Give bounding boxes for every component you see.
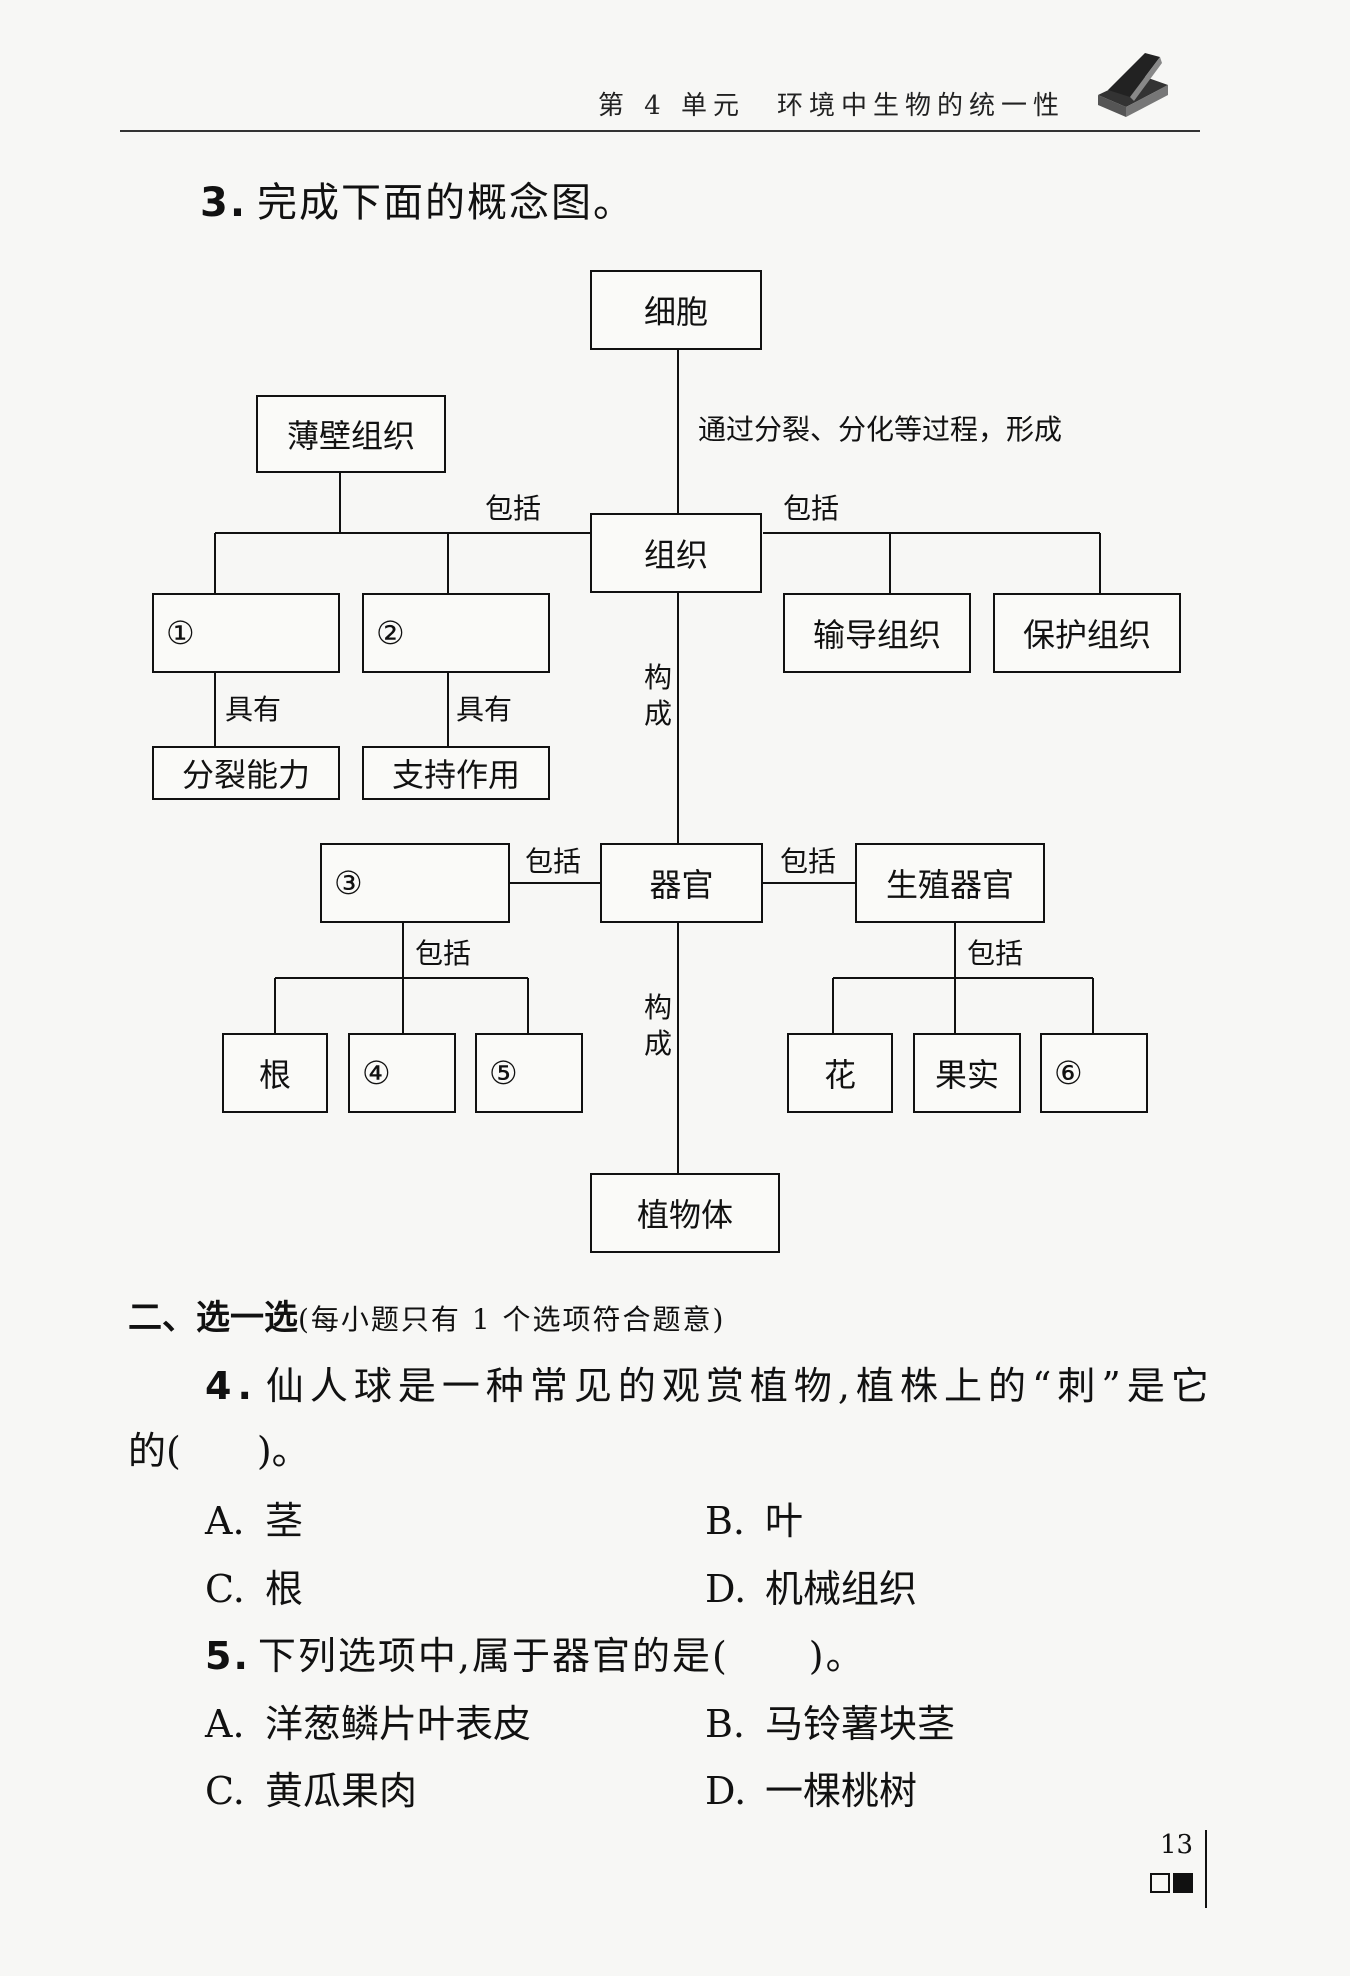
division-ability-box: 分裂能力: [152, 746, 340, 800]
page-rule: [1205, 1830, 1207, 1908]
blank-5-box: ⑤: [475, 1033, 583, 1113]
fruit-box: 果实: [913, 1033, 1021, 1113]
unit-title: 第 4 单元 环境中生物的统一性: [597, 91, 1065, 121]
question-3-number: 3.: [200, 180, 248, 226]
blank-4-box: ④: [348, 1033, 456, 1113]
section-2-heading: 二、选一选(每小题只有 1 个选项符合题意): [128, 1290, 725, 1339]
page-header: 第 4 单元 环境中生物的统一性: [120, 53, 1200, 132]
question-4: 4.仙人球是一种常见的观赏植物,植株上的“刺”是它: [205, 1355, 1215, 1410]
q4-option-b[interactable]: B. 叶: [705, 1490, 803, 1545]
includes-organ-left-label: 包括: [525, 845, 582, 878]
blank-6-box: ⑥: [1040, 1033, 1148, 1113]
option-letter: A.: [205, 1702, 245, 1746]
option-text: 根: [265, 1567, 304, 1611]
plant-body-box: 植物体: [590, 1173, 780, 1253]
blank-1-box: ①: [152, 593, 340, 673]
option-text: 黄瓜果肉: [265, 1769, 418, 1813]
option-text: 马铃薯块茎: [765, 1702, 956, 1746]
question-3: 3.完成下面的概念图。: [200, 170, 635, 228]
q4-option-a[interactable]: A. 茎: [205, 1490, 303, 1545]
q5-option-c[interactable]: C. 黄瓜果肉: [205, 1760, 417, 1815]
option-letter: D.: [705, 1567, 747, 1611]
question-3-text: 完成下面的概念图。: [257, 180, 636, 226]
option-letter: B.: [705, 1499, 746, 1543]
option-text: 茎: [265, 1499, 304, 1543]
includes-reproductive-label: 包括: [967, 937, 1024, 970]
question-4-number: 4.: [205, 1364, 258, 1408]
q4-option-d[interactable]: D. 机械组织: [705, 1558, 917, 1613]
conducting-tissue-box: 输导组织: [783, 593, 971, 673]
option-text: 一棵桃树: [765, 1769, 918, 1813]
option-text: 机械组织: [765, 1567, 918, 1611]
option-letter: D.: [705, 1769, 747, 1813]
option-letter: C.: [205, 1769, 245, 1813]
has-label-1: 具有: [225, 693, 282, 726]
option-letter: A.: [205, 1499, 245, 1543]
compose-label-2: 构成: [643, 991, 672, 1060]
blank-3-box: ③: [320, 843, 510, 923]
section-2-title: 二、选一选: [128, 1298, 298, 1338]
q5-option-d[interactable]: D. 一棵桃树: [705, 1760, 917, 1815]
parenchyma-box: 薄壁组织: [256, 395, 446, 473]
question-5-number: 5.: [205, 1634, 250, 1678]
compose-label-1: 构成: [643, 661, 672, 730]
root-box: 根: [222, 1033, 328, 1113]
reproductive-organ-box: 生殖器官: [855, 843, 1045, 923]
empty-square-icon: [1150, 1872, 1170, 1893]
q5-option-b[interactable]: B. 马铃薯块茎: [705, 1693, 955, 1748]
question-4-text-line1: 仙人球是一种常见的观赏植物,植株上的“刺”是它: [265, 1364, 1215, 1408]
includes-organ-right-label: 包括: [780, 845, 837, 878]
question-4-text-line2: 的( )。: [128, 1429, 310, 1473]
support-function-box: 支持作用: [362, 746, 550, 800]
flower-box: 花: [787, 1033, 893, 1113]
section-2-note: (每小题只有 1 个选项符合题意): [298, 1303, 726, 1336]
includes-vegetative-label: 包括: [415, 937, 472, 970]
book-icon: [1098, 53, 1168, 117]
process-label: 通过分裂、分化等过程，形成: [698, 413, 1063, 446]
option-text: 洋葱鳞片叶表皮: [265, 1702, 532, 1746]
tissue-box: 组织: [590, 513, 762, 593]
cell-box: 细胞: [590, 270, 762, 350]
question-5-text: 下列选项中,属于器官的是( )。: [257, 1634, 866, 1678]
option-letter: C.: [205, 1567, 245, 1611]
blank-2-box: ②: [362, 593, 550, 673]
has-label-2: 具有: [456, 693, 513, 726]
option-letter: B.: [705, 1702, 746, 1746]
option-text: 叶: [765, 1499, 804, 1543]
filled-square-icon: [1173, 1872, 1193, 1893]
includes-label-left: 包括: [485, 492, 542, 525]
page-number: 13: [1160, 1830, 1194, 1860]
page-marks: [1150, 1872, 1196, 1893]
question-5: 5.下列选项中,属于器官的是( )。: [205, 1625, 866, 1680]
q5-option-a[interactable]: A. 洋葱鳞片叶表皮: [205, 1693, 531, 1748]
protective-tissue-box: 保护组织: [993, 593, 1181, 673]
q4-option-c[interactable]: C. 根: [205, 1558, 303, 1613]
organ-box: 器官: [600, 843, 763, 923]
includes-label-right: 包括: [783, 492, 840, 525]
